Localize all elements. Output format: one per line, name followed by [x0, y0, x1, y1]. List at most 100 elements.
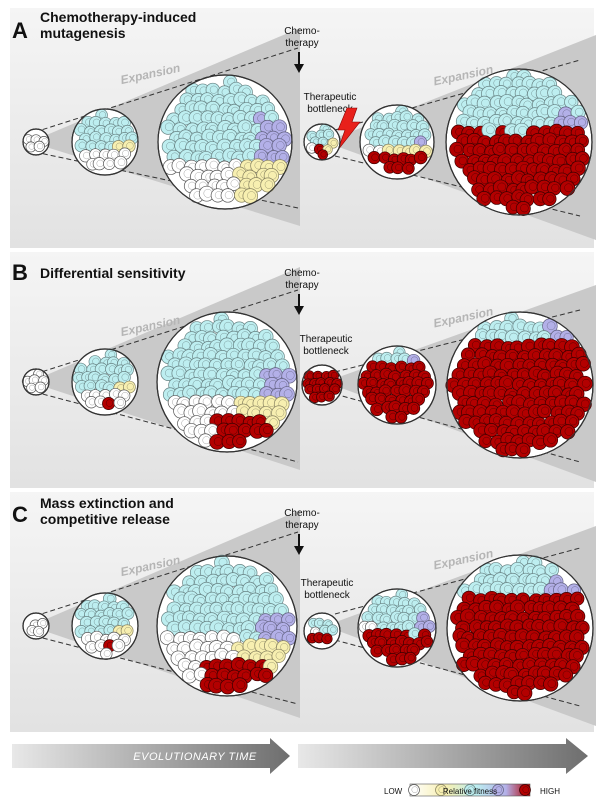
cell-nucleus — [580, 359, 589, 368]
cell-nucleus — [519, 108, 528, 117]
cell — [464, 784, 476, 796]
cell-nucleus — [476, 146, 485, 155]
cell-nucleus — [548, 565, 557, 574]
cell-nucleus — [495, 786, 503, 793]
cell-nucleus — [262, 332, 272, 341]
cell-nucleus — [269, 341, 278, 351]
cell-nucleus — [573, 371, 582, 380]
cell-nucleus — [371, 153, 379, 161]
cell-nucleus — [503, 378, 513, 387]
population-circle — [71, 108, 139, 176]
population-rim — [446, 311, 594, 459]
cell-nucleus — [415, 395, 423, 403]
cell-nucleus — [453, 144, 463, 154]
cell-nucleus — [541, 406, 550, 415]
cell-nucleus — [247, 323, 256, 333]
panel-letter: C — [12, 502, 28, 527]
cell-nucleus — [267, 623, 276, 633]
cell-nucleus — [378, 638, 386, 646]
cell-nucleus — [493, 602, 502, 611]
cell-nucleus — [522, 786, 530, 793]
cell-nucleus — [122, 149, 130, 157]
legend-high-label: HIGH — [540, 787, 560, 796]
cell-nucleus — [569, 417, 578, 426]
cell — [492, 784, 504, 796]
cell-nucleus — [569, 662, 579, 671]
cell-nucleus — [226, 132, 236, 141]
population-circle — [157, 74, 293, 210]
cell-nucleus — [407, 654, 415, 662]
population-rim — [71, 592, 139, 660]
cell-nucleus — [117, 399, 125, 406]
population-circle — [22, 612, 50, 640]
bottleneck-label: bottleneck — [303, 346, 350, 357]
cell-nucleus — [423, 147, 431, 155]
cell-nucleus — [285, 615, 294, 624]
population-circle — [303, 123, 341, 161]
cell-nucleus — [420, 613, 428, 622]
population-circle — [357, 345, 437, 425]
population-rim — [303, 612, 341, 650]
cell-nucleus — [36, 628, 43, 635]
population-rim — [71, 108, 139, 176]
cell-nucleus — [374, 647, 382, 655]
cell-nucleus — [514, 602, 524, 612]
cell-nucleus — [209, 160, 218, 170]
population-circle — [445, 311, 594, 459]
cell-nucleus — [121, 373, 129, 381]
cell-nucleus — [268, 113, 277, 122]
cell-nucleus — [278, 606, 287, 615]
cell — [33, 140, 45, 152]
cell-nucleus — [546, 321, 556, 331]
cell-nucleus — [175, 368, 185, 378]
cell-nucleus — [503, 79, 511, 88]
cell-nucleus — [181, 644, 190, 653]
cell-nucleus — [93, 133, 100, 141]
cell-nucleus — [374, 405, 382, 413]
cell-nucleus — [579, 154, 588, 163]
cell-nucleus — [573, 651, 582, 660]
cell-nucleus — [196, 406, 206, 416]
cell-nucleus — [269, 418, 278, 427]
cell-nucleus — [405, 622, 413, 630]
cell-nucleus — [496, 144, 505, 153]
cell-nucleus — [219, 595, 228, 604]
cell-nucleus — [330, 626, 337, 633]
bottleneck-label: Therapeutic — [301, 578, 354, 589]
cell — [323, 128, 335, 140]
cell-nucleus — [285, 371, 295, 380]
cell-nucleus — [263, 574, 272, 584]
cell-nucleus — [405, 607, 413, 615]
cell-nucleus — [117, 158, 126, 167]
cell-nucleus — [426, 622, 434, 630]
cell-nucleus — [564, 183, 573, 193]
cell-nucleus — [546, 194, 555, 203]
cell-nucleus — [234, 360, 243, 369]
population-rim — [22, 368, 50, 396]
fitness-legend: LOW Relative fitness HIGH — [384, 783, 560, 797]
cell-nucleus — [552, 388, 561, 397]
cell-nucleus — [224, 587, 233, 596]
cell-nucleus — [519, 650, 528, 660]
cell-nucleus — [563, 332, 572, 341]
panel-b: B Differential sensitivity Expansion Exp… — [10, 252, 596, 488]
cell-nucleus — [581, 378, 591, 388]
cell-nucleus — [482, 436, 491, 445]
cone-edge — [34, 635, 299, 705]
cell-nucleus — [283, 389, 293, 399]
cell-nucleus — [326, 130, 333, 138]
chemotherapy-label: therapy — [285, 520, 318, 531]
legend-cell-yellow-icon — [435, 784, 447, 796]
cell-nucleus — [247, 191, 256, 200]
cell — [113, 155, 128, 170]
population-rim — [445, 68, 593, 216]
cell-nucleus — [369, 379, 377, 387]
population-circle — [71, 592, 139, 660]
cell-nucleus — [486, 125, 495, 135]
cell — [408, 784, 420, 796]
cell-nucleus — [574, 163, 584, 173]
cell-nucleus — [121, 636, 129, 644]
cell-nucleus — [465, 350, 474, 359]
cell-nucleus — [557, 621, 567, 630]
cell-nucleus — [263, 141, 272, 150]
